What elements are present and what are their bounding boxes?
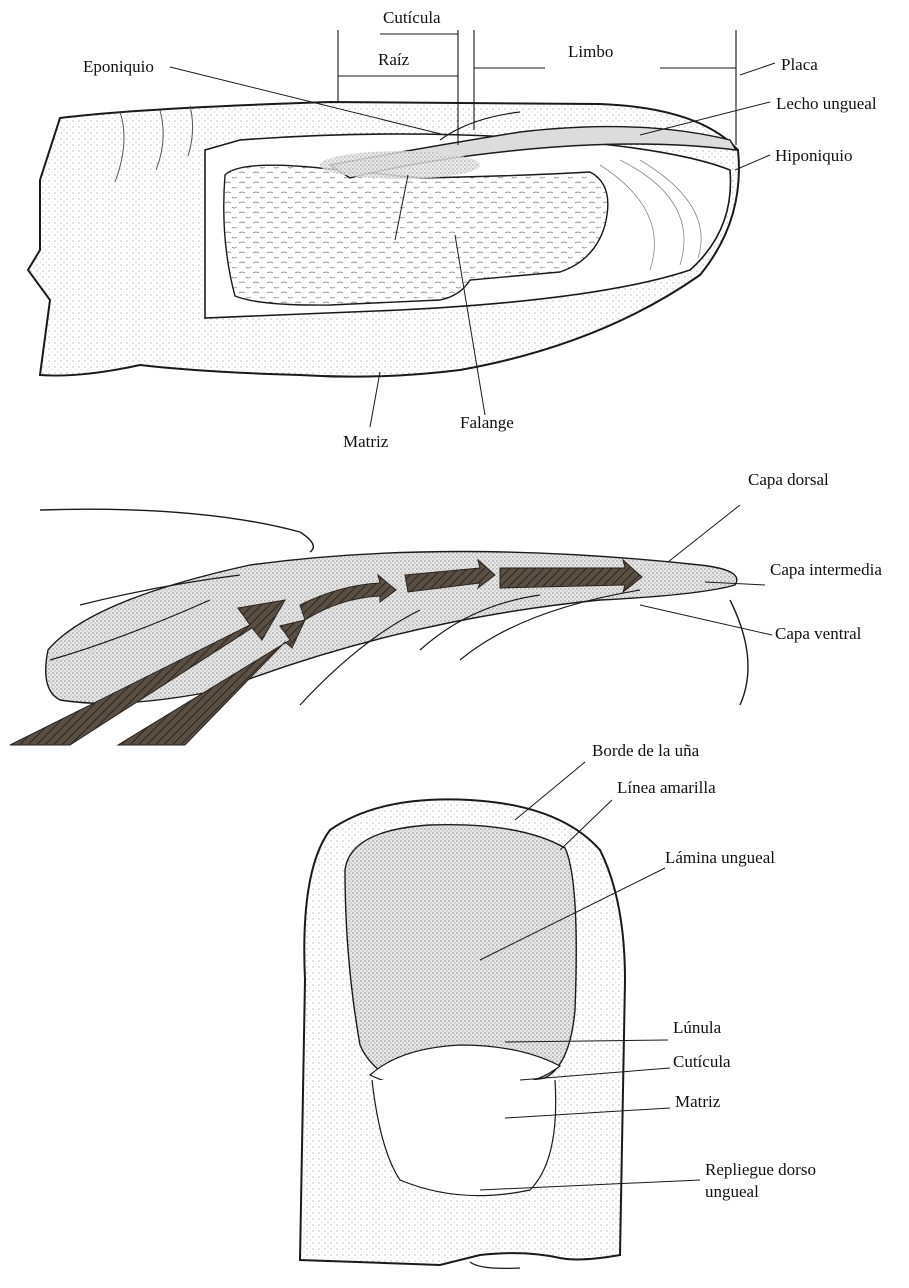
label-capa-intermedia: Capa intermedia [770,560,882,580]
label-matriz-top: Matriz [343,432,388,452]
label-repliegue-1: Repliegue dorso [705,1160,816,1180]
label-cuticula-bottom: Cutícula [673,1052,731,1072]
label-lunula: Lúnula [673,1018,721,1038]
label-falange: Falange [460,413,514,433]
label-placa: Placa [781,55,818,75]
label-lecho-ungueal: Lecho ungueal [776,94,877,114]
label-repliegue-2: ungueal [705,1182,759,1202]
label-limbo: Limbo [568,42,613,62]
label-capa-ventral: Capa ventral [775,624,861,644]
label-borde: Borde de la uña [592,741,699,761]
fingertip-top-view [300,799,625,1268]
label-matriz-bottom: Matriz [675,1092,720,1112]
label-capa-dorsal: Capa dorsal [748,470,829,490]
nail-layers-diagram [10,509,748,745]
finger-side-section [28,102,739,377]
label-lamina: Lámina ungueal [665,848,775,868]
label-cuticula-top: Cutícula [383,8,441,28]
label-linea-amarilla: Línea amarilla [617,778,716,798]
label-raiz: Raíz [378,50,409,70]
label-eponiquio: Eponiquio [83,57,154,77]
label-hiponiquio: Hiponiquio [775,146,852,166]
